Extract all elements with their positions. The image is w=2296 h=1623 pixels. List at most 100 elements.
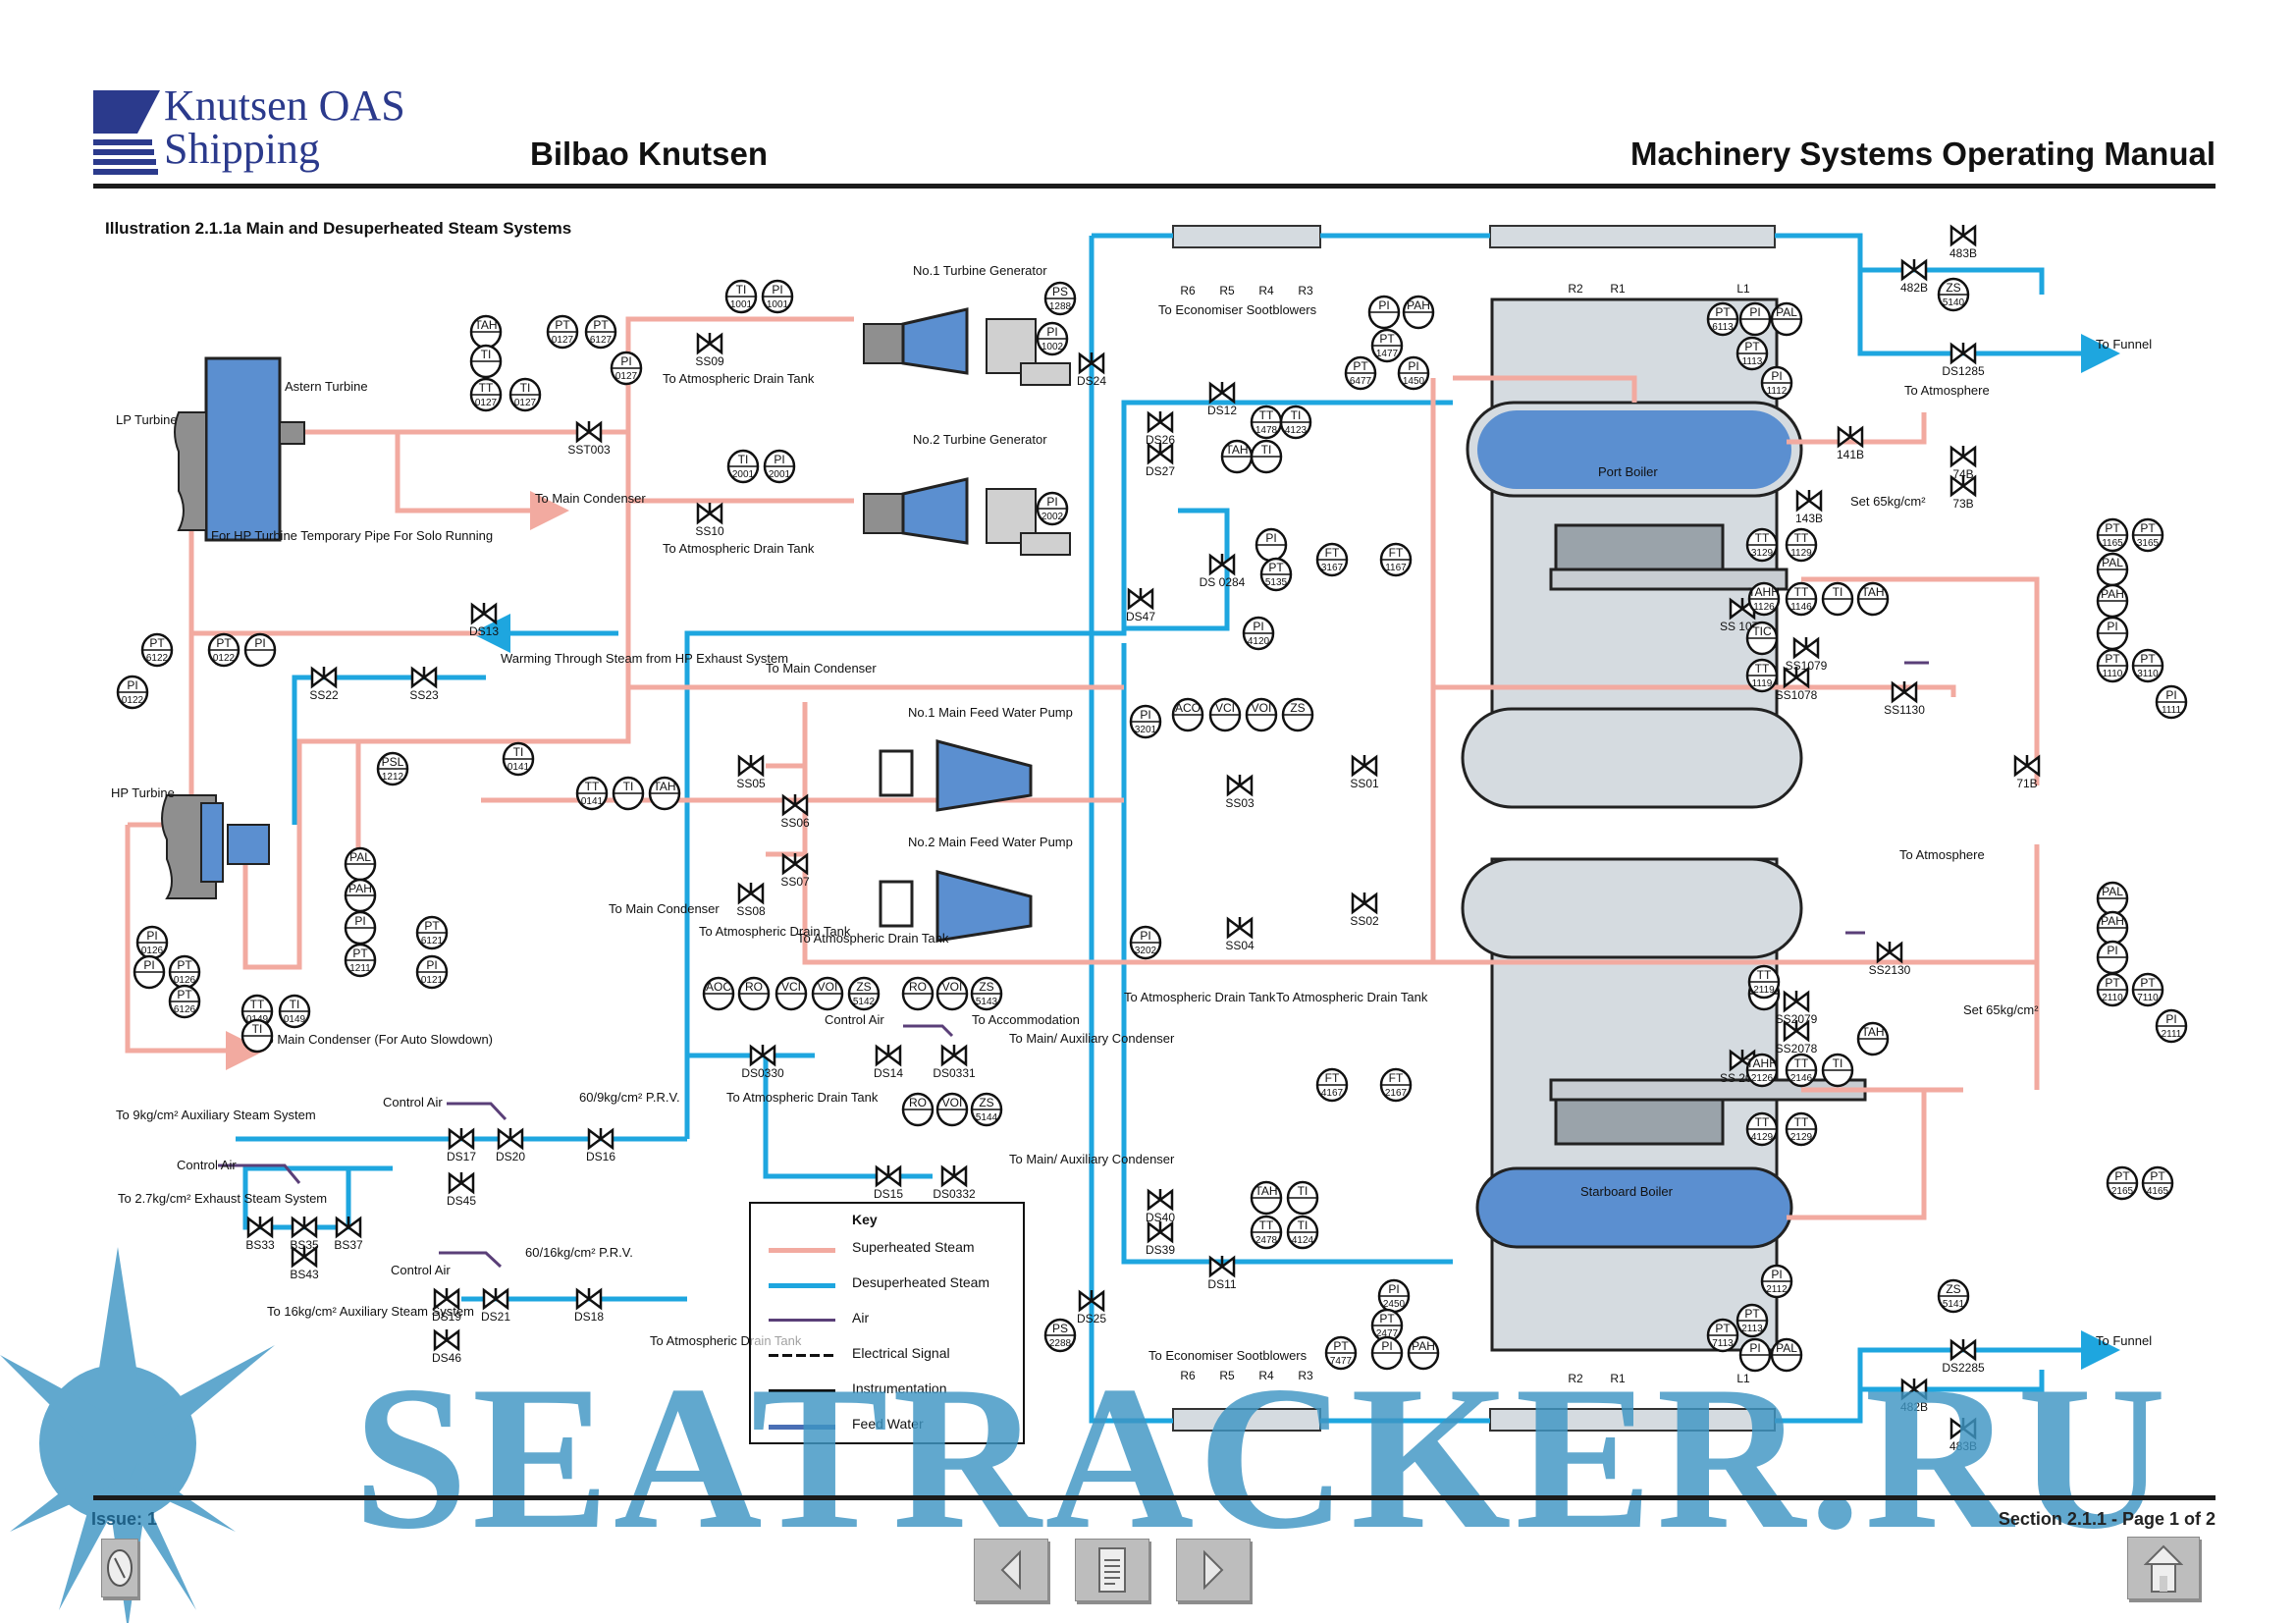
legend-item-electrical: Electrical Signal xyxy=(769,1345,1014,1365)
instrument-type: PT xyxy=(593,318,609,332)
valve-icon xyxy=(1876,941,1893,964)
instrument-pah: PAH xyxy=(344,878,377,913)
sootblower-label: R1 xyxy=(1610,1372,1626,1385)
help-icon xyxy=(107,1549,133,1587)
valve-icon xyxy=(1208,381,1225,405)
valve-ds1285: DS1285 xyxy=(1942,342,1985,378)
valve-icon xyxy=(1783,990,1799,1013)
instrument-type: TIC xyxy=(1752,624,1772,638)
instrument-type: PAL xyxy=(2102,885,2123,898)
valve-ds18: DS18 xyxy=(574,1287,604,1324)
instrument-type: TT xyxy=(585,780,600,793)
note-control-air-2: Control Air xyxy=(177,1158,237,1172)
instrument-number: 6127 xyxy=(590,335,613,346)
valve-icon xyxy=(1351,754,1367,778)
legend-item-desuperheated: Desuperheated Steam xyxy=(769,1274,1014,1294)
instrument-tah: TAH xyxy=(469,314,503,350)
valve-sst003: SST003 xyxy=(567,420,611,457)
valve-label: DS39 xyxy=(1146,1243,1175,1257)
valve-ds27: DS27 xyxy=(1146,442,1175,478)
instrument-type: PT xyxy=(1744,1307,1760,1321)
valve-icon xyxy=(246,1216,263,1239)
valve-ds0330: DS0330 xyxy=(741,1044,784,1080)
instrument-number: 2450 xyxy=(1383,1299,1406,1310)
valve-icon xyxy=(1147,442,1163,465)
hp-turbine-label: HP Turbine xyxy=(111,785,175,800)
tg2-label: No.2 Turbine Generator xyxy=(913,432,1047,447)
instrument-number: 1211 xyxy=(349,963,371,974)
astern-turbine-label: Astern Turbine xyxy=(285,379,368,394)
instrument-type: VOI xyxy=(942,980,963,994)
instrument-ro: RO xyxy=(901,1092,934,1127)
valve-icon xyxy=(1351,892,1367,915)
valve-ss1078: SS1078 xyxy=(1776,666,1818,702)
instrument-number: 0127 xyxy=(514,398,537,408)
valve-label: DS11 xyxy=(1207,1277,1236,1291)
instrument-type: TI xyxy=(1298,1184,1308,1198)
instrument-number: 2288 xyxy=(1049,1338,1072,1349)
instrument-number: 0126 xyxy=(174,975,196,986)
instrument-number: 0127 xyxy=(615,371,638,382)
instrument-type: FT xyxy=(1325,546,1340,560)
valve-icon xyxy=(575,1287,592,1311)
valve-label: DS27 xyxy=(1146,464,1175,478)
valve-icon xyxy=(940,1044,957,1067)
next-page-button[interactable] xyxy=(1176,1539,1251,1601)
instrument-type: PI xyxy=(772,283,782,297)
valve-icon xyxy=(448,1171,464,1195)
sootblower-label: R6 xyxy=(1180,284,1196,298)
hp-turbine xyxy=(161,794,270,899)
valve-icon xyxy=(1078,1289,1095,1313)
previous-page-button[interactable] xyxy=(974,1539,1048,1601)
help-button[interactable] xyxy=(101,1539,138,1597)
valve-label: DS12 xyxy=(1207,404,1237,417)
legend-label: Feed Water xyxy=(852,1416,924,1432)
valve-ss01: SS01 xyxy=(1350,754,1379,790)
instrument-pi: PI xyxy=(1738,301,1772,337)
valve-label: SS08 xyxy=(736,904,766,918)
instrument-type: TT xyxy=(250,998,265,1011)
instrument-type: TI xyxy=(1833,1056,1843,1070)
instrument-type: PT xyxy=(177,988,192,1001)
instrument-type: TI xyxy=(1298,1218,1308,1232)
feed-water-swatch xyxy=(769,1425,835,1430)
valve-icon xyxy=(1949,474,1966,498)
instrument-type: PAL xyxy=(1776,305,1797,319)
note-control-air-1: Control Air xyxy=(383,1095,443,1109)
valve-74b: 74B xyxy=(1949,445,1977,481)
valve-ds45: DS45 xyxy=(447,1171,476,1208)
valve-icon xyxy=(1783,666,1799,689)
instrument-type: TT xyxy=(1794,1115,1809,1129)
contents-button[interactable] xyxy=(1075,1539,1149,1601)
valve-label: DS24 xyxy=(1077,374,1106,388)
instrument-type: PT xyxy=(2140,521,2156,535)
note-to-atm-drain-6: To Atmospheric Drain Tank xyxy=(1124,990,1276,1004)
economiser-sootblower-header-port xyxy=(1172,225,1321,248)
instrument-type: PI xyxy=(1388,1282,1399,1296)
home-button[interactable] xyxy=(2127,1537,2200,1599)
superheated-swatch xyxy=(769,1248,835,1253)
instrument-type: TI xyxy=(252,1022,263,1036)
note-to-atmosphere-stbd: To Atmosphere xyxy=(1899,847,1985,862)
valve-icon xyxy=(1795,489,1812,513)
instrument-type: VOI xyxy=(1252,701,1272,715)
valve-icon xyxy=(497,1127,513,1151)
instrument-pal: PAL xyxy=(2096,552,2129,587)
valve-ss2130: SS2130 xyxy=(1869,941,1911,977)
note-econ-sootblowers-stbd: To Economiser Sootblowers xyxy=(1148,1348,1308,1363)
instrument-tah: TAH xyxy=(1856,581,1890,617)
valve-ds19: DS19 xyxy=(432,1287,461,1324)
contents-icon xyxy=(1098,1547,1126,1593)
